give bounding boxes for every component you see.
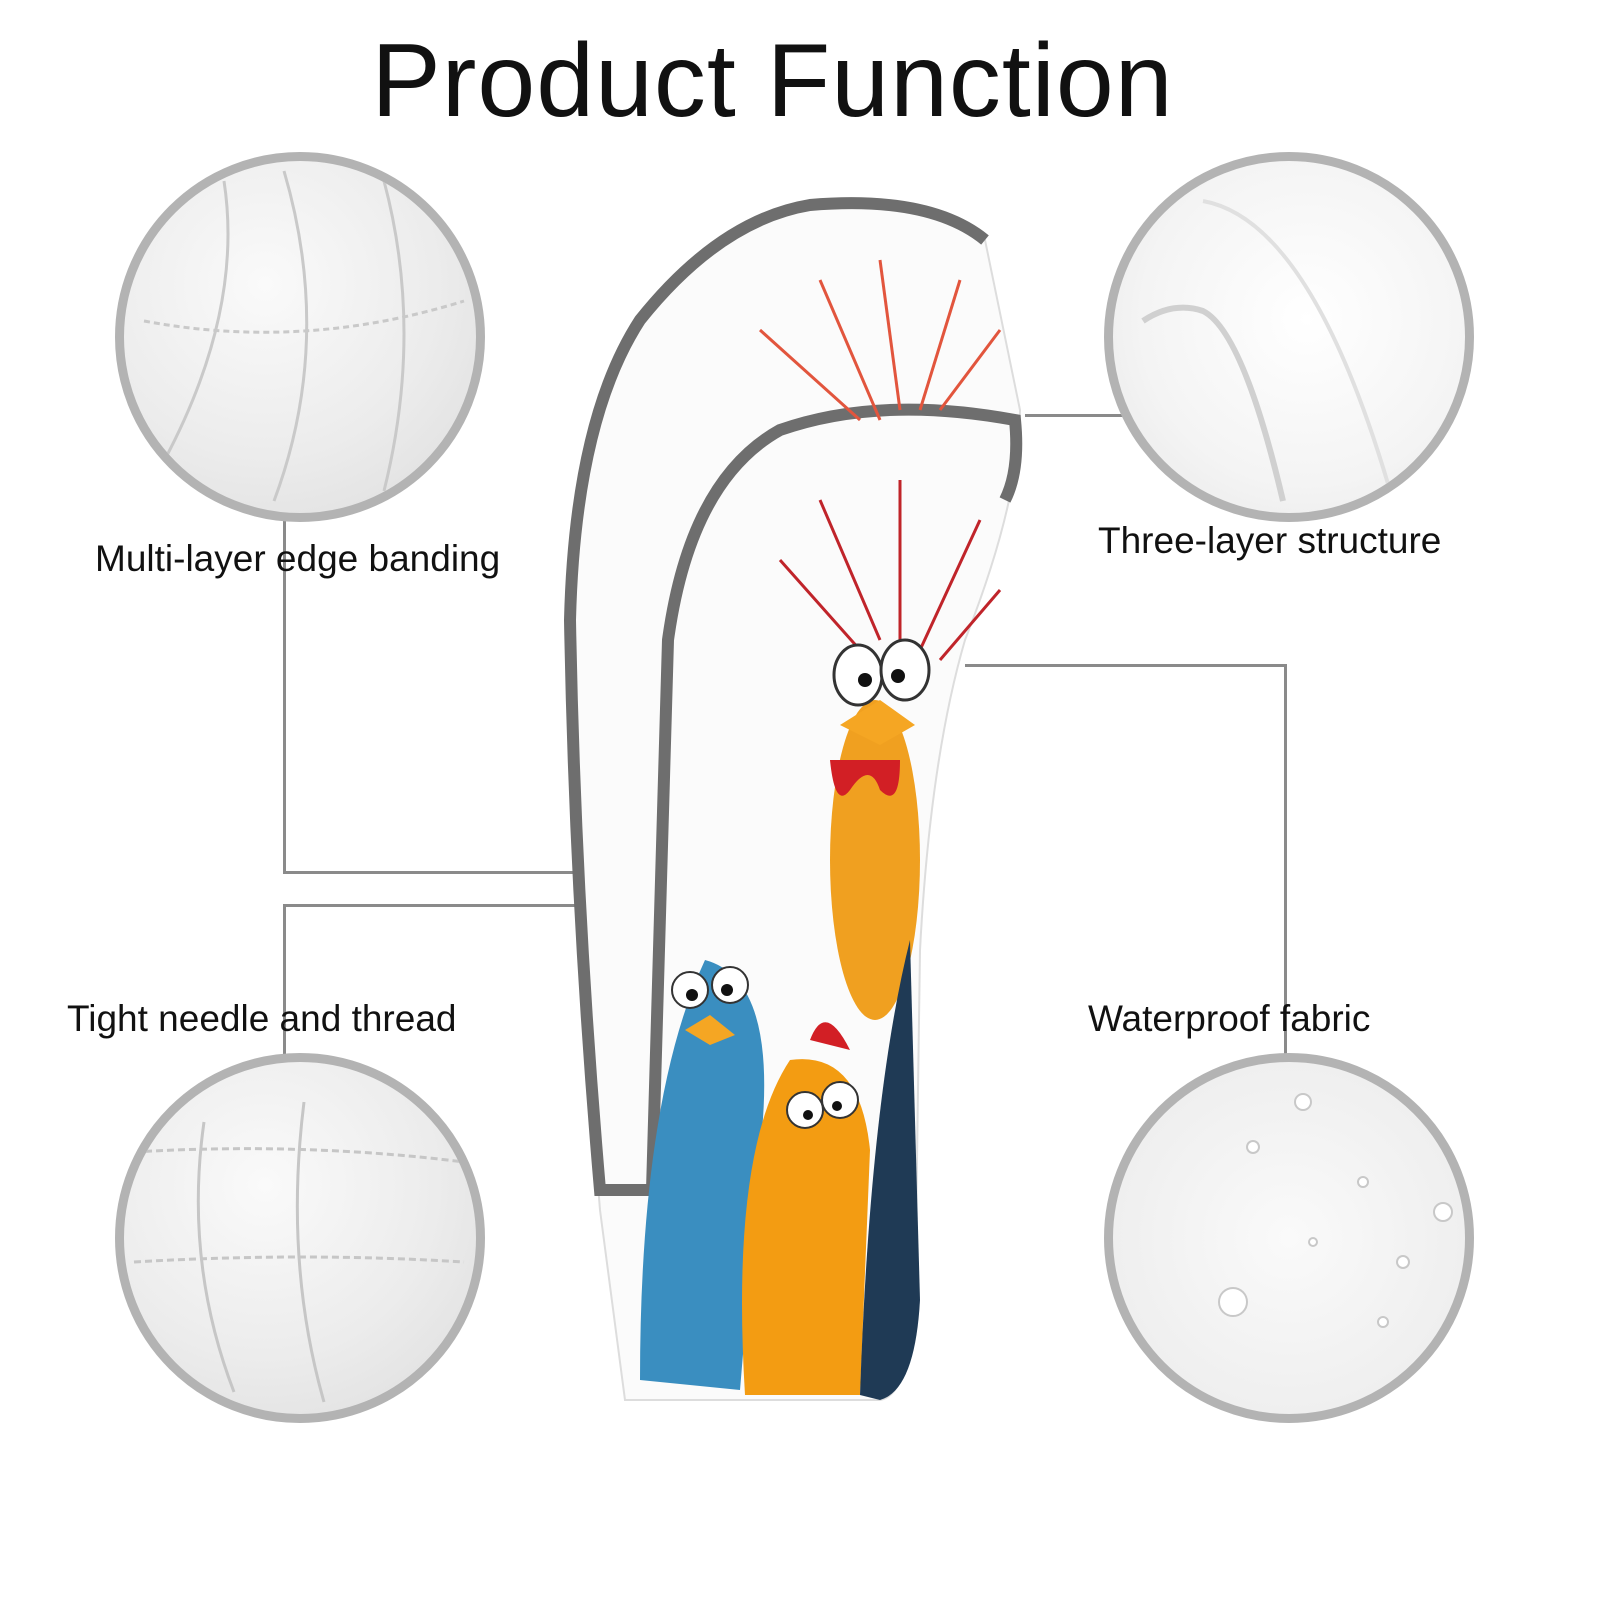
feature-label: Three-layer structure (1098, 520, 1442, 561)
feature-label: Tight needle and thread (67, 998, 457, 1039)
feature-label: Waterproof fabric (1088, 998, 1371, 1039)
feature-label: Multi-layer edge banding (95, 538, 501, 579)
connector-line (283, 904, 286, 1054)
connector-line (283, 512, 286, 874)
connector-line (283, 904, 598, 907)
page-title: Product Function (371, 23, 1174, 139)
detail-waterproof-image (1104, 1053, 1474, 1423)
connector-line (1025, 414, 1125, 417)
detail-edge-banding-image (115, 152, 485, 522)
connector-line (965, 664, 1287, 667)
connector-line (283, 871, 593, 874)
detail-stitching-image (115, 1053, 485, 1423)
connector-line (1284, 664, 1287, 1056)
detail-three-layer-image (1104, 152, 1474, 522)
